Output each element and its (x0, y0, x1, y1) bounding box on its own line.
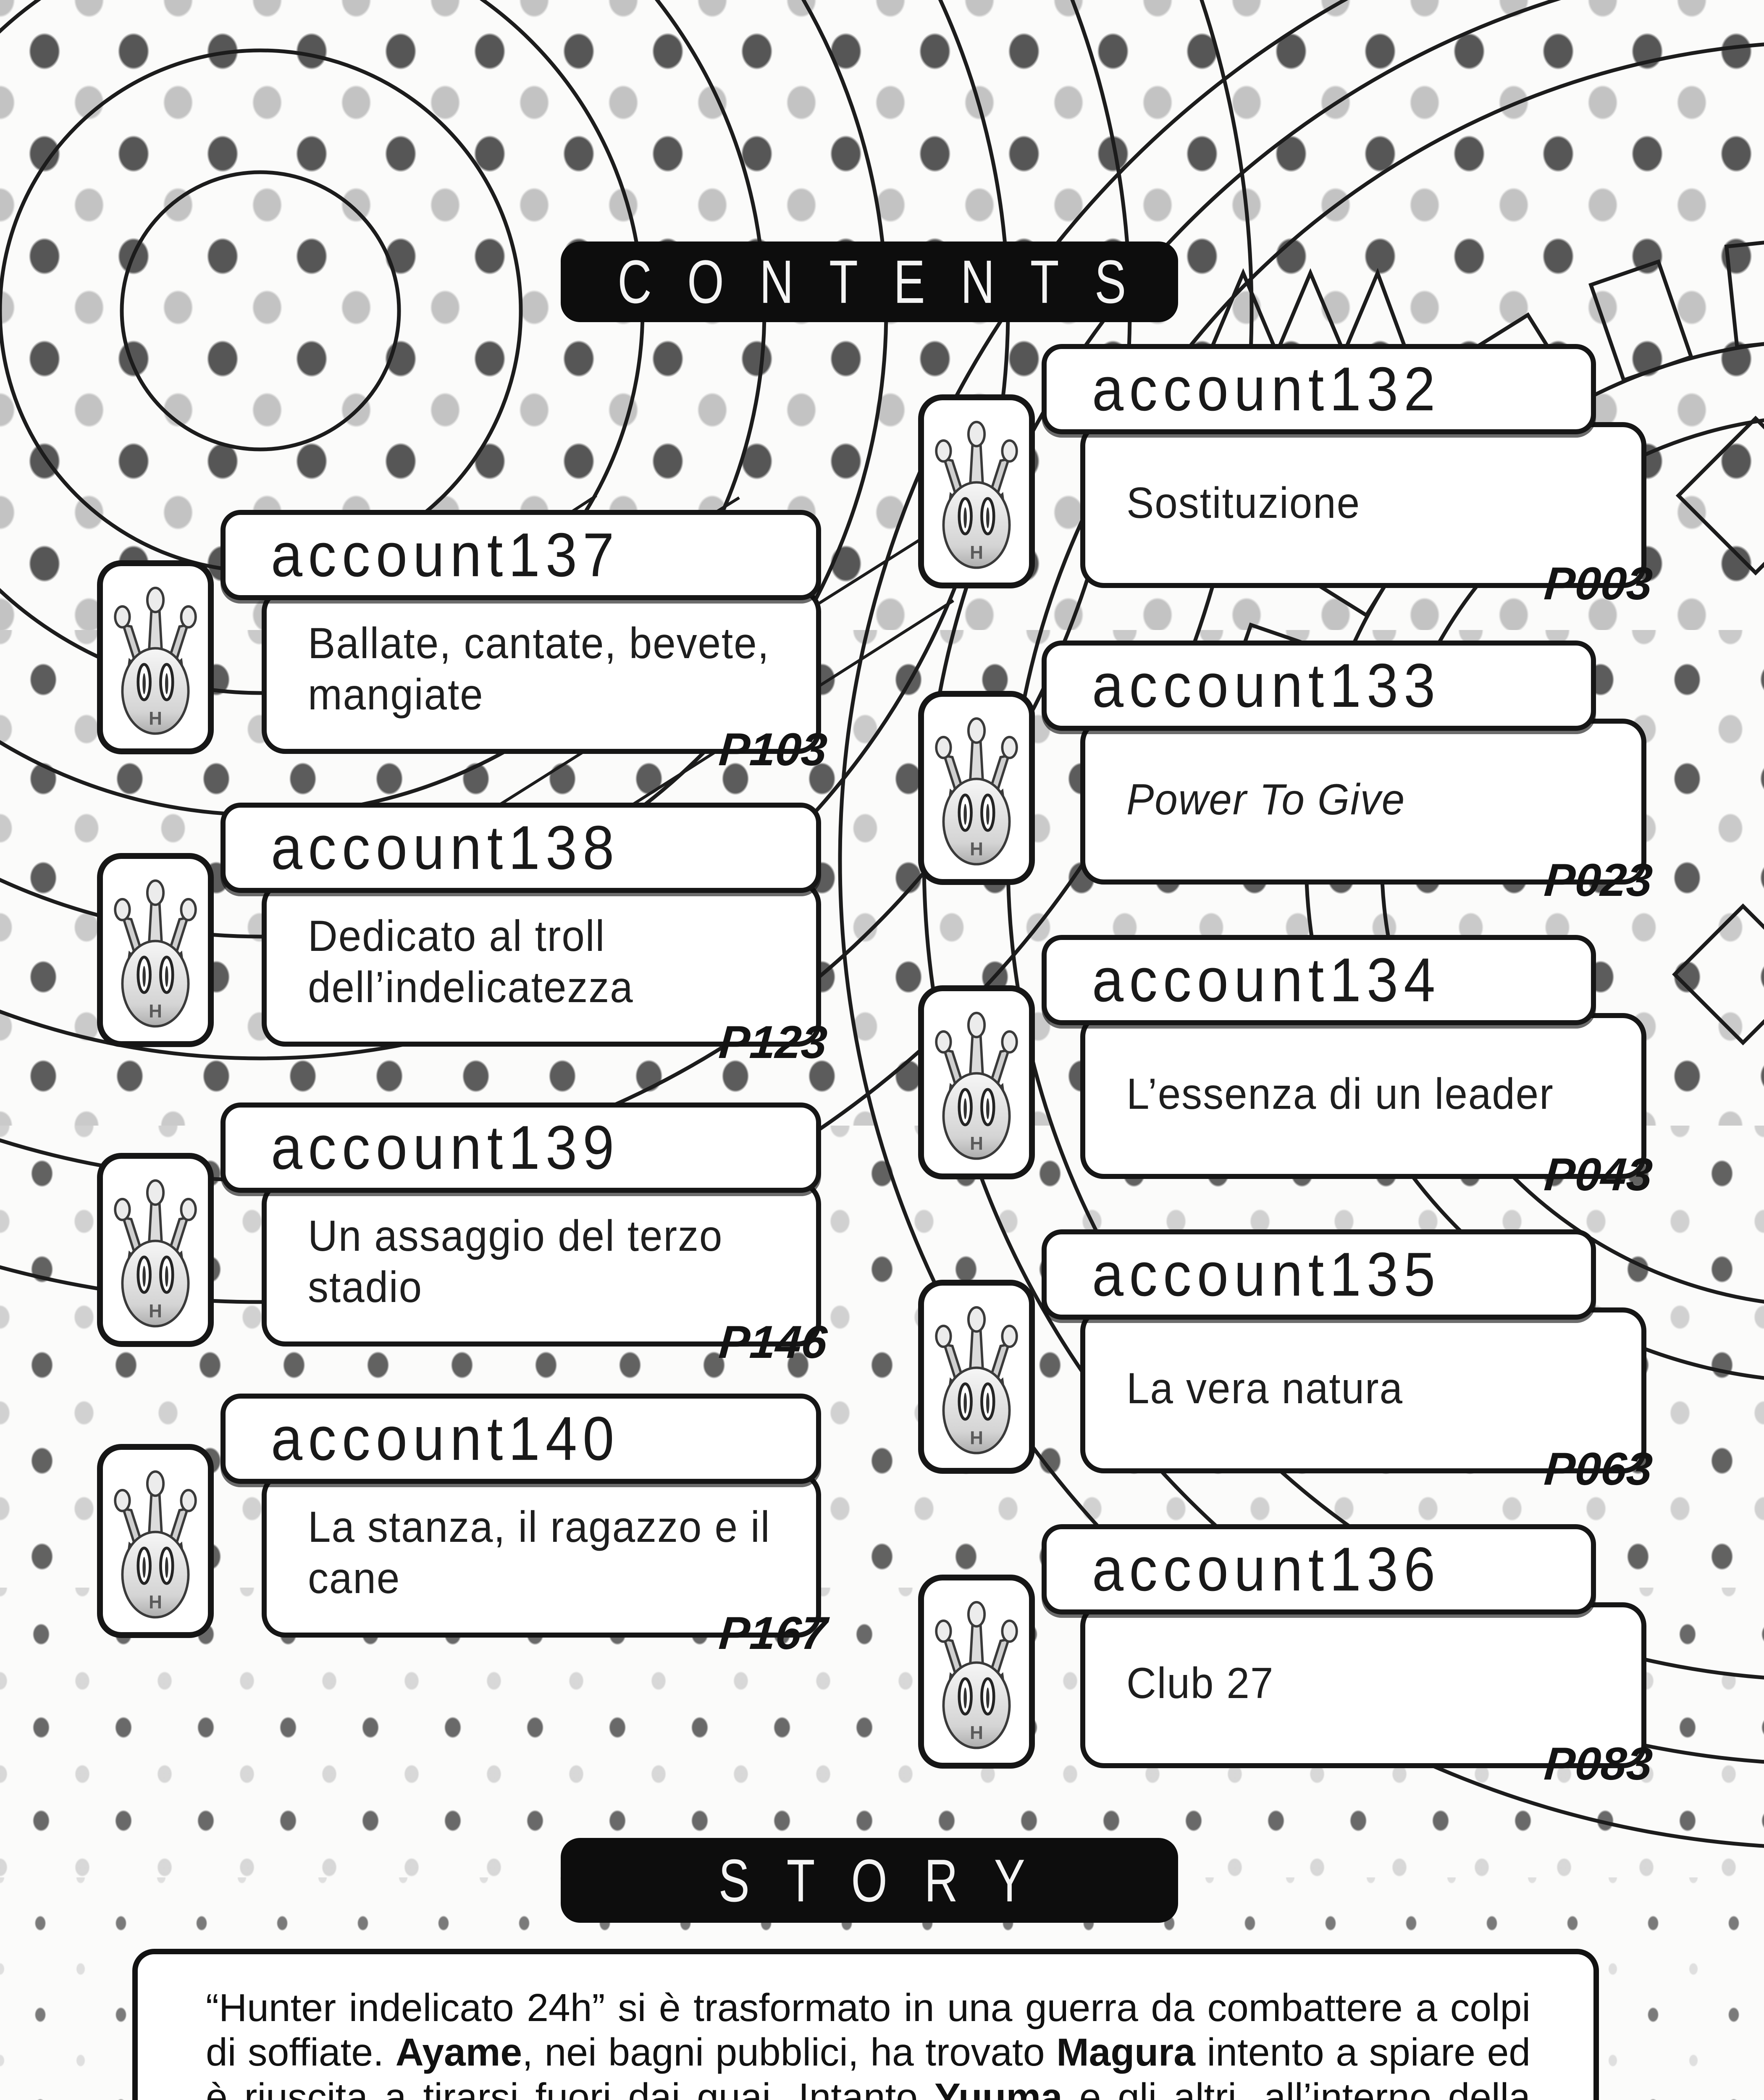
chapter-title: account138 (271, 813, 620, 882)
chapter-subtitle: Dedicato al troll dell’indelicatezza (308, 912, 634, 1012)
crown-creature-icon: H (935, 717, 1018, 866)
chapter-mascot-badge: H (918, 691, 1035, 885)
chapter-title-box: account137 (220, 510, 821, 600)
mascot-letter: H (149, 1592, 162, 1613)
chapter-title: account139 (271, 1113, 620, 1182)
chapter-mascot-badge: H (918, 1575, 1035, 1769)
chapter-title: account136 (1092, 1534, 1441, 1604)
chapter-title-box: account135 (1042, 1229, 1596, 1320)
crown-creature-icon: H (935, 1601, 1018, 1749)
chapter-mascot-badge: H (97, 1153, 214, 1347)
contents-header: CONTENTS (561, 242, 1178, 322)
crown-creature-icon: H (935, 1306, 1018, 1454)
chapter-title: account132 (1092, 354, 1441, 424)
crown-creature-icon: H (935, 420, 1018, 569)
chapter-subtitle: L’essenza di un leader (1126, 1070, 1554, 1119)
mascot-letter: H (970, 1723, 983, 1743)
chapter-title: account134 (1092, 945, 1441, 1015)
chapter-subtitle: Un assaggio del terzo stadio (308, 1212, 723, 1312)
mascot-letter: H (970, 839, 983, 860)
chapter-title-box: account140 (220, 1394, 821, 1484)
mascot-letter: H (970, 1428, 983, 1449)
mascot-letter: H (970, 543, 983, 563)
contents-title: CONTENTS (617, 247, 1162, 316)
chapter-title: account135 (1092, 1239, 1441, 1309)
chapter-mascot-badge: H (97, 853, 214, 1047)
mascot-letter: H (970, 1134, 983, 1154)
chapter-page-number: P063 (1542, 1443, 1654, 1495)
crown-creature-icon: H (935, 1011, 1018, 1160)
chapter-title-box: account138 (220, 803, 821, 893)
chapter-page-number: P123 (717, 1016, 829, 1068)
story-text: “Hunter indelicato 24h” si è trasformato… (206, 1986, 1531, 2100)
crown-creature-icon: H (114, 879, 197, 1028)
chapter-title-box: account132 (1042, 344, 1596, 434)
chapter-subtitle: La vera natura (1126, 1364, 1403, 1413)
chapter-page-number: P146 (717, 1316, 829, 1368)
chapter-title-box: account139 (220, 1102, 821, 1193)
chapter-page-number: P167 (717, 1607, 829, 1659)
chapter-mascot-badge: H (918, 394, 1035, 588)
chapter-subtitle: Sostituzione (1126, 479, 1361, 528)
chapter-page-number: P083 (1542, 1738, 1654, 1790)
mascot-letter: H (149, 1001, 162, 1022)
chapter-page-number: P103 (717, 724, 829, 775)
chapter-page-number: P003 (1542, 558, 1654, 609)
crown-creature-icon: H (114, 586, 197, 735)
mascot-letter: H (149, 1301, 162, 1322)
story-title: STORY (719, 1846, 1062, 1914)
chapter-subtitle: Club 27 (1126, 1659, 1274, 1708)
chapter-mascot-badge: H (97, 1444, 214, 1638)
chapter-title-box: account133 (1042, 640, 1596, 731)
chapter-title: account137 (271, 520, 620, 590)
chapter-mascot-badge: H (918, 985, 1035, 1179)
story-header: STORY (561, 1838, 1178, 1923)
crown-creature-icon: H (114, 1179, 197, 1328)
chapter-mascot-badge: H (918, 1280, 1035, 1474)
zigzag-gear-teeth (1208, 268, 1409, 358)
crown-creature-icon: H (114, 1470, 197, 1619)
chapter-title-box: account136 (1042, 1524, 1596, 1614)
chapter-subtitle: Power To Give (1126, 775, 1406, 824)
mascot-letter: H (149, 709, 162, 729)
chapter-title-box: account134 (1042, 935, 1596, 1025)
chapter-page-number: P023 (1542, 854, 1654, 906)
story-synopsis-box: “Hunter indelicato 24h” si è trasformato… (132, 1949, 1599, 2100)
chapter-subtitle: Ballate, cantate, bevete, mangiate (308, 619, 770, 719)
chapter-title: account140 (271, 1404, 620, 1473)
chapter-subtitle: La stanza, il ragazzo e il cane (308, 1503, 771, 1603)
chapter-mascot-badge: H (97, 560, 214, 754)
chapter-title: account133 (1092, 651, 1441, 720)
chapter-page-number: P043 (1542, 1149, 1654, 1200)
